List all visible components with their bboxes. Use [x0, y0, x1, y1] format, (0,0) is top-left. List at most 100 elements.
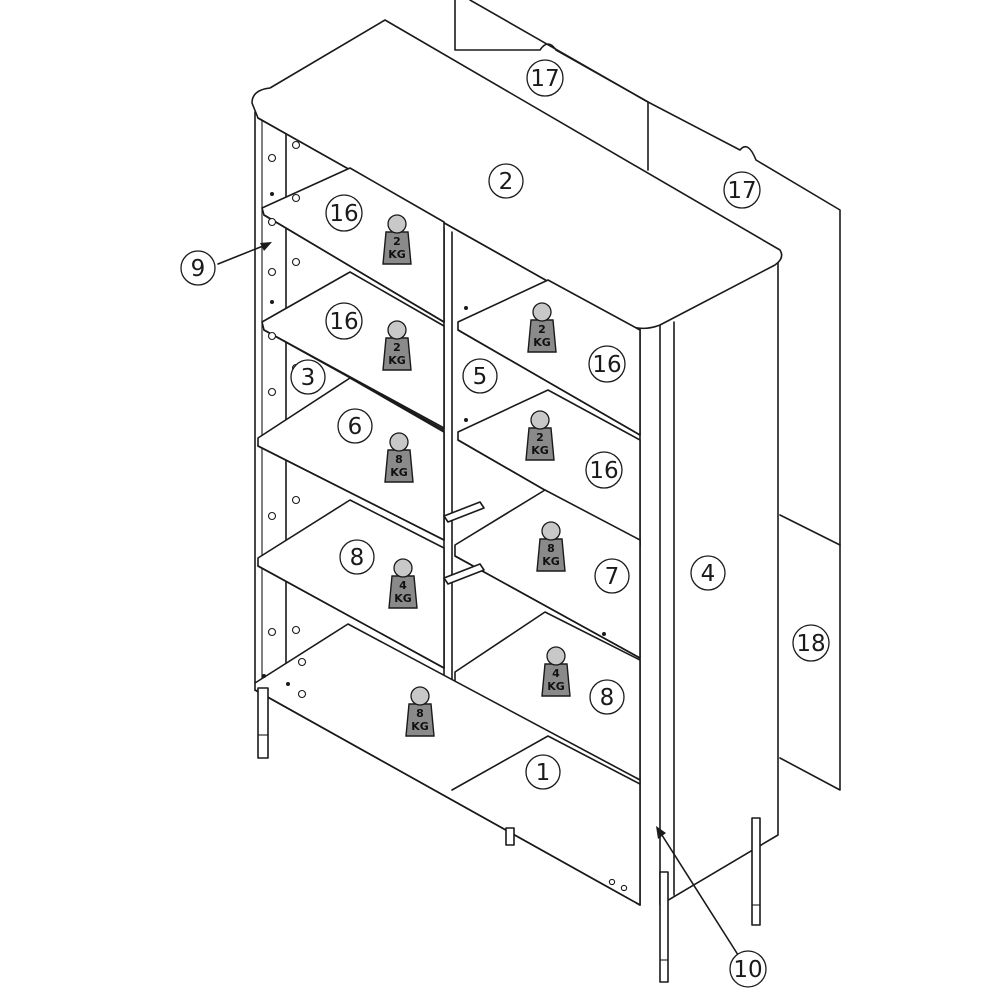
callout-circle	[180, 250, 216, 286]
callout-part-18: 18	[792, 624, 830, 662]
callout-circle	[585, 451, 623, 489]
weight-unit: KG	[388, 354, 406, 367]
weight-unit: KG	[388, 248, 406, 261]
callout-number: 3	[301, 365, 316, 391]
weight-value: 8	[395, 453, 403, 466]
callout-number: 17	[530, 66, 559, 92]
back-panel-upper-right	[469, 0, 841, 546]
callout-circle	[723, 171, 761, 209]
weight-value: 8	[547, 542, 555, 555]
weight-knob	[393, 558, 413, 578]
weight-unit: KG	[411, 720, 429, 733]
weight-knob	[387, 320, 407, 340]
callout-number: 1	[536, 760, 551, 786]
callout-number: 8	[600, 685, 615, 711]
callout-number: 9	[191, 256, 206, 282]
callout-part-7: 7	[594, 558, 630, 594]
weight-value: 2	[393, 235, 401, 248]
callout-circle	[729, 950, 767, 988]
callout-circle	[589, 679, 625, 715]
callout-number: 17	[727, 178, 756, 204]
callout-part-16: 16	[325, 194, 363, 232]
weight-icon: 2KG	[382, 320, 412, 371]
callout-circle	[337, 408, 373, 444]
back-panels	[454, 0, 841, 791]
callout-number: 18	[796, 631, 825, 657]
callout-part-6: 6	[337, 408, 373, 444]
callout-part-3: 3	[290, 359, 326, 395]
callout-circle	[792, 624, 830, 662]
weight-knob	[410, 686, 430, 706]
callout-part-8: 8	[589, 679, 625, 715]
weight-unit: KG	[390, 466, 408, 479]
weight-knob	[389, 432, 409, 452]
shelves-left	[257, 167, 445, 669]
callout-number: 16	[329, 309, 358, 335]
weight-knob	[546, 646, 566, 666]
weight-knob	[530, 410, 550, 430]
weight-icon: 8KG	[536, 521, 566, 572]
legs	[257, 687, 761, 983]
weight-unit: KG	[533, 336, 551, 349]
callout-circle	[588, 345, 626, 383]
callout-circle	[325, 302, 363, 340]
weight-icon: 2KG	[525, 410, 555, 461]
callout-part-8: 8	[339, 539, 375, 575]
weight-unit: KG	[394, 592, 412, 605]
weight-unit: KG	[542, 555, 560, 568]
weight-icon: 2KG	[382, 214, 412, 265]
weight-value: 2	[538, 323, 546, 336]
callout-part-1: 1	[525, 754, 561, 790]
callout-part-5: 5	[462, 358, 498, 394]
callout-part-17: 17	[723, 171, 761, 209]
callout-part-17: 17	[526, 59, 564, 97]
leader-lines	[217, 242, 741, 959]
callout-circle	[325, 194, 363, 232]
callout-circle	[290, 359, 326, 395]
weight-value: 8	[416, 707, 424, 720]
callout-circle	[462, 358, 498, 394]
callout-circle	[690, 555, 726, 591]
callout-number: 16	[592, 352, 621, 378]
part-callouts: 17 17 2 9 16 16 16 16 3 5 6 7 4 8 8 18 1 10	[180, 59, 830, 988]
callout-number: 16	[589, 458, 618, 484]
callout-number: 8	[350, 545, 365, 571]
callout-part-16: 16	[325, 302, 363, 340]
weight-unit: KG	[531, 444, 549, 457]
weight-icon: 2KG	[527, 302, 557, 353]
back-panel-lower	[779, 514, 841, 791]
weight-knob	[532, 302, 552, 322]
callout-number: 5	[473, 364, 488, 390]
weight-knob	[541, 521, 561, 541]
callout-part-4: 4	[690, 555, 726, 591]
callout-circle	[526, 59, 564, 97]
weight-unit: KG	[547, 680, 565, 693]
callout-number: 16	[329, 201, 358, 227]
weight-icon: 8KG	[405, 686, 435, 737]
callout-circle	[525, 754, 561, 790]
callout-number: 7	[605, 564, 620, 590]
callout-number: 2	[499, 169, 514, 195]
callout-part-10: 10	[729, 950, 767, 988]
callout-part-16: 16	[588, 345, 626, 383]
callout-number: 10	[733, 957, 762, 983]
bottom-panel	[254, 623, 641, 906]
weight-value: 4	[399, 579, 407, 592]
shelf-holes	[262, 140, 628, 892]
weight-value: 2	[536, 431, 544, 444]
weight-knob	[387, 214, 407, 234]
weight-icon: 4KG	[388, 558, 418, 609]
callout-part-2: 2	[488, 163, 524, 199]
callout-part-16: 16	[585, 451, 623, 489]
callout-number: 4	[701, 561, 716, 587]
callout-circle	[488, 163, 524, 199]
weight-icon: 4KG	[541, 646, 571, 697]
shelves-right	[454, 279, 641, 783]
callout-circle	[594, 558, 630, 594]
weight-icon: 8KG	[384, 432, 414, 483]
callout-circle	[339, 539, 375, 575]
weight-value: 2	[393, 341, 401, 354]
weight-value: 4	[552, 667, 560, 680]
